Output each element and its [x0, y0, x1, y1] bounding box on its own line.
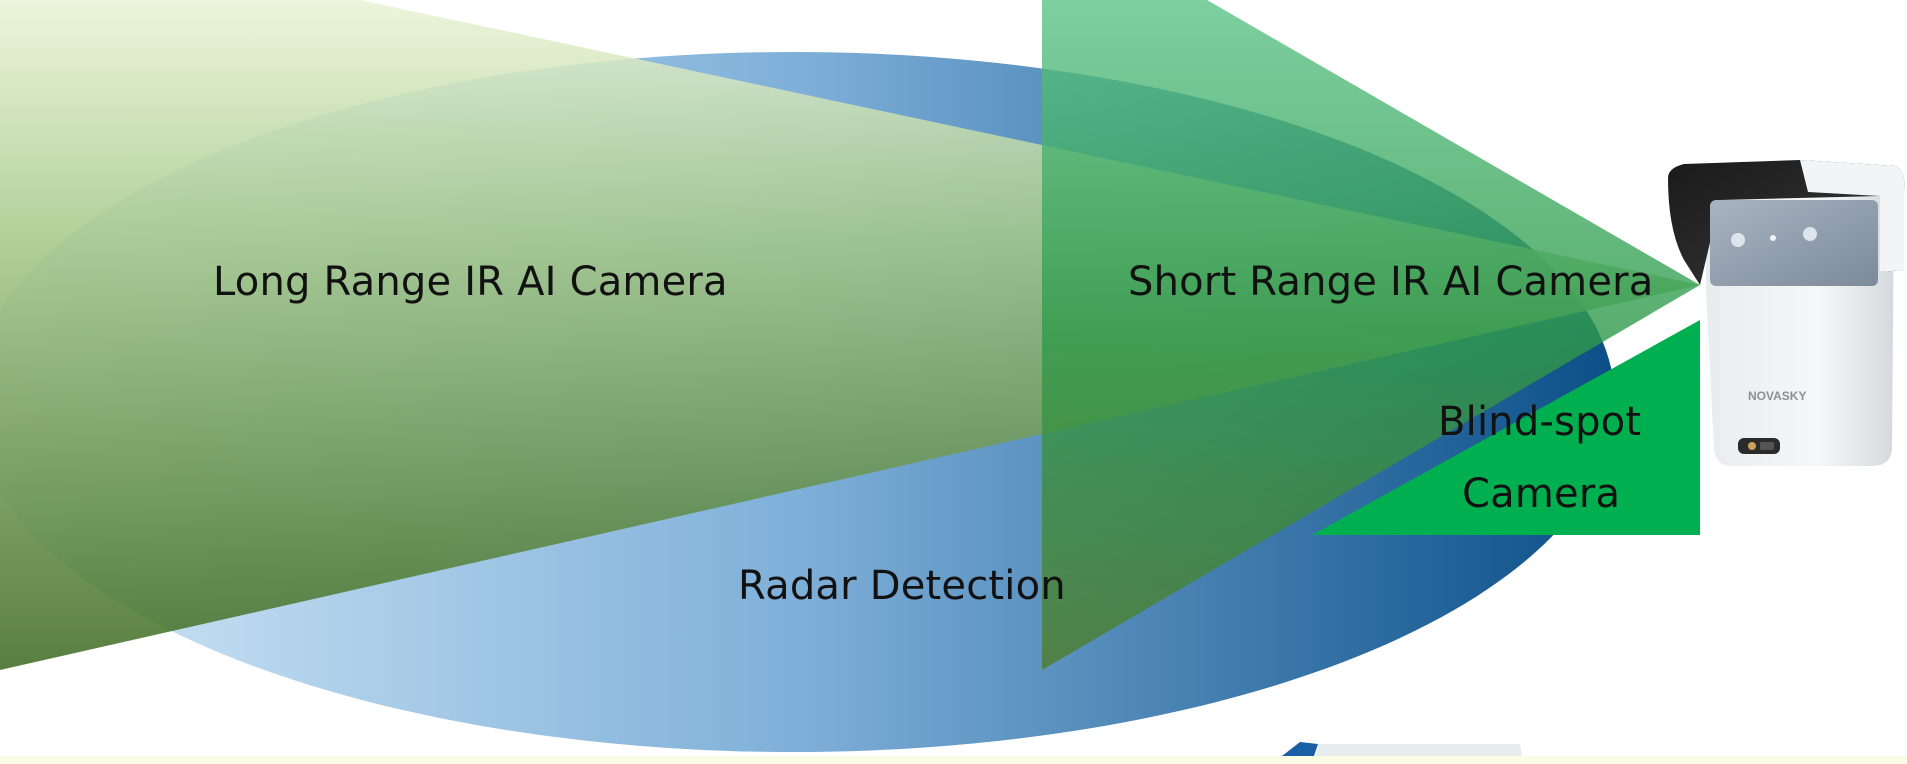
- long-range-coverage-cone: [0, 0, 1700, 670]
- right-lens-icon: [1803, 227, 1817, 241]
- short-range-camera-label: Short Range IR AI Camera: [1128, 259, 1654, 305]
- bottom-gray-shape: [1316, 744, 1522, 756]
- bottom-blue-shape: [1282, 742, 1318, 756]
- camera-brand-logo: NOVASKY: [1748, 389, 1806, 403]
- blind-spot-camera-label-line2: Camera: [1462, 471, 1621, 517]
- center-sensor-icon: [1770, 235, 1776, 241]
- bottom-sensor-window: [1760, 442, 1774, 450]
- blind-spot-camera-label-line1: Blind-spot: [1438, 399, 1642, 445]
- camera-device: NOVASKY: [1668, 160, 1905, 466]
- camera-hood-top: [1800, 160, 1905, 272]
- bottom-lens-icon: [1748, 442, 1756, 450]
- camera-lens-panel: [1710, 200, 1878, 286]
- long-range-camera-label: Long Range IR AI Camera: [213, 259, 728, 305]
- blind-spot-coverage-area: [1312, 320, 1700, 535]
- short-range-coverage-cone: [1042, 0, 1700, 670]
- left-lens-icon: [1731, 233, 1745, 247]
- radar-detection-label: Radar Detection: [738, 563, 1066, 609]
- bottom-strip: [0, 756, 1907, 764]
